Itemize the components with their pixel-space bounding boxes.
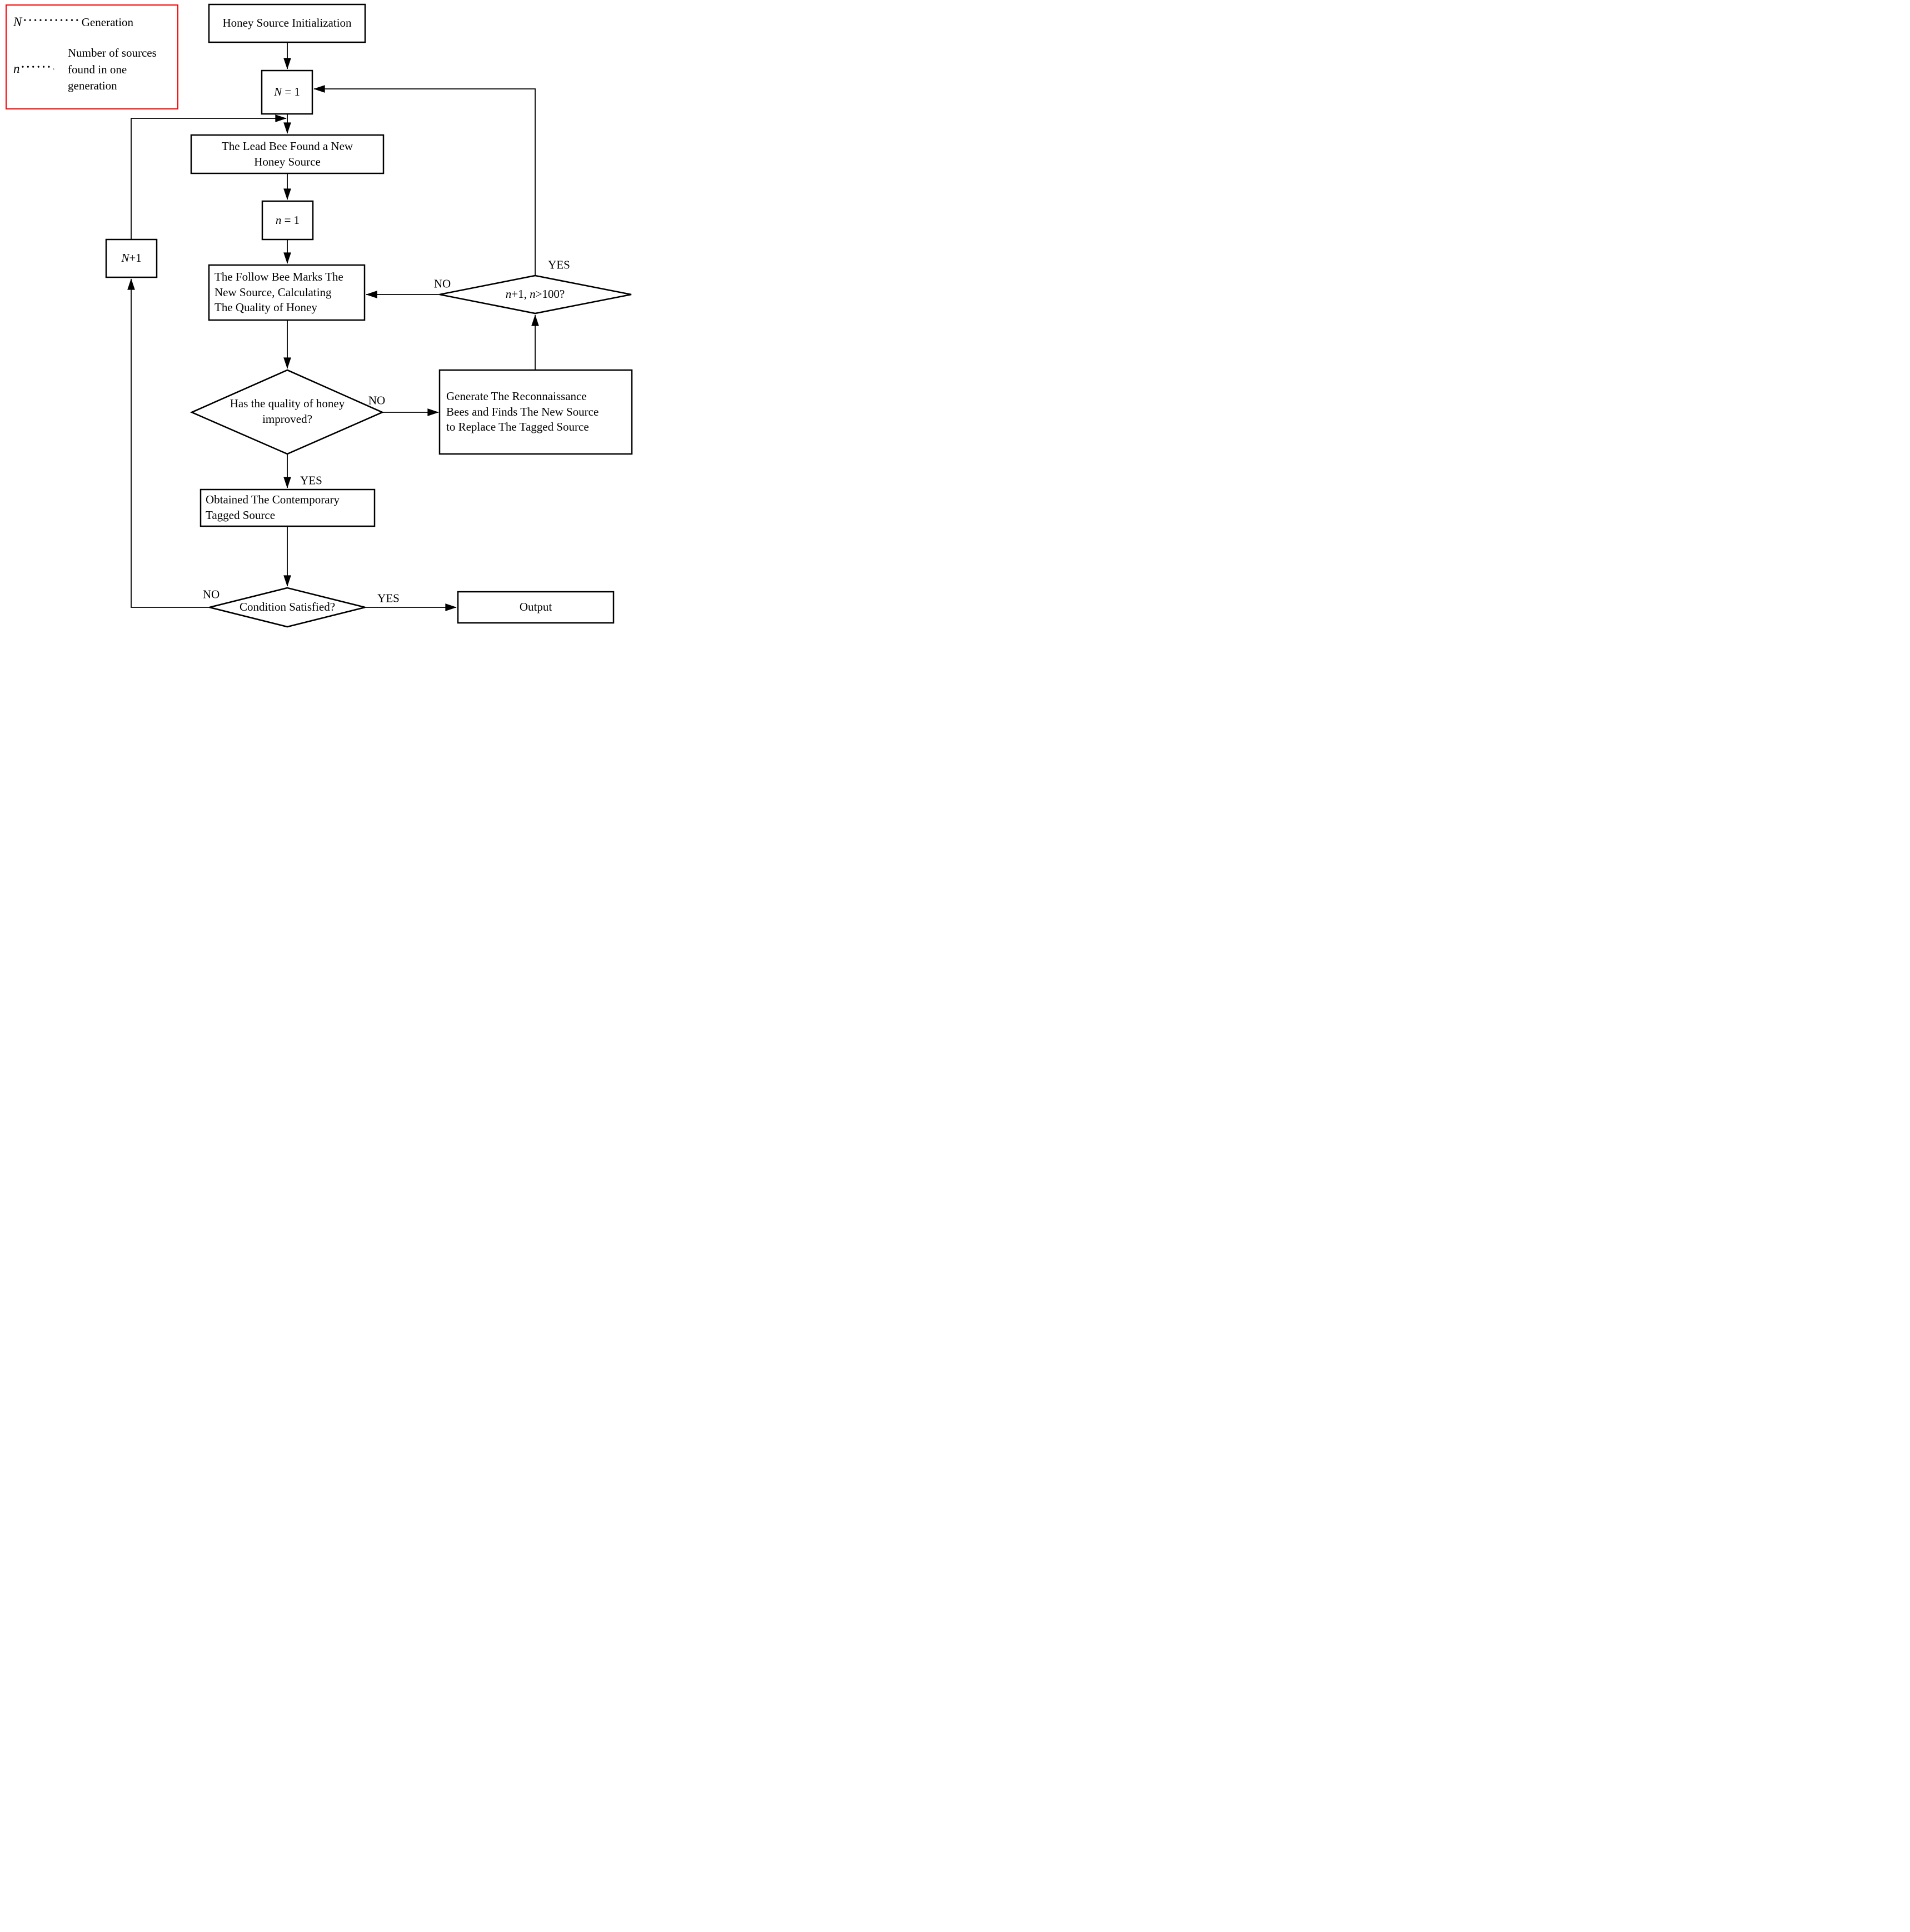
set-small-n-box-label: n = 1 [262,201,313,239]
lead-bee-box-label: The Lead Bee Found a New Honey Source [191,135,383,173]
quality-yes-tag: YES [300,473,322,487]
edge-increment-to-mainline-arrow [131,114,287,239]
edge-ncheck-yes-to-setn-arrow [313,85,536,276]
legend-definition-line: Number of sources [68,46,157,59]
init-box-shape [208,3,366,43]
generate-bees-box-label: Generate The Reconnaissance Bees and Fin… [446,370,630,454]
plus-one: +1, [511,287,530,301]
legend-definition-line: found in one [68,62,127,76]
variable-n: n [275,213,282,227]
generate-line: to Replace The Tagged Source [446,420,589,434]
init-box-label: Honey Source Initialization [209,4,365,42]
follow-bee-box-shape [208,264,366,321]
variable-n: n [505,287,512,301]
condition-text: Condition Satisfied? [239,600,336,614]
legend-entry-sources: n ••••••. [13,61,58,77]
ncheck-no-tag: NO [433,277,451,291]
variable-N: N [274,85,282,99]
obtained-line: Tagged Source [206,508,276,522]
quality-line: Has the quality of honey [230,397,345,411]
condition-no-tag: NO [202,587,220,601]
obtained-box-label: Obtained The Contemporary Tagged Source [206,490,372,526]
greater-100: >100? [535,287,565,301]
follow-bee-box-label: The Follow Bee Marks The New Source, Cal… [215,265,363,320]
ncheck-text: n+1, n>100? [506,287,565,302]
legend-definition-line: generation [68,79,117,92]
quality-decision-shape [189,369,385,455]
set-n-text: N = 1 [274,84,300,100]
obtained-line: Obtained The Contemporary [206,493,340,507]
ncheck-decision-shape [439,274,632,314]
set-n-box-label: N = 1 [262,71,312,114]
follow-bee-line: New Source, Calculating [215,285,332,299]
ncheck-yes-tag: YES [548,258,570,272]
quality-line: improved? [262,412,312,426]
flowchart-canvas: N ••••••••••• Generation n ••••••. Numbe… [0,0,637,644]
set-n-box-shape [261,69,313,115]
set-small-n-text: n = 1 [276,213,300,228]
increment-n-box-label: N+1 [106,239,157,277]
lead-bee-line: The Lead Bee Found a New [221,139,353,153]
condition-decision-shape [209,587,366,628]
lead-bee-line: Honey Source [254,154,321,168]
equals-one: = 1 [282,85,300,99]
plus-one: +1 [129,251,142,265]
legend-term-n: n [13,62,20,76]
flowchart-shapes [105,3,633,628]
obtained-box-shape [200,488,376,527]
output-box-shape [457,591,615,624]
legend-entry-generation: N ••••••••••• Generation [13,14,133,31]
set-small-n-box-shape [261,200,314,241]
output-text: Output [519,600,552,614]
output-box-label: Output [458,592,614,623]
quality-decision-label: Has the quality of honey improved? [198,387,376,437]
variable-N: N [121,251,129,265]
legend-leader-dots: ••••••••••• [23,17,81,25]
condition-yes-tag: YES [377,591,400,605]
follow-bee-line: The Follow Bee Marks The [215,269,343,283]
legend-leader-dots: ••••••. [21,63,57,72]
init-text: Honey Source Initialization [222,16,352,30]
lead-bee-box-shape [190,134,385,174]
variable-n: n [530,287,536,301]
increment-n-box-shape [105,238,158,278]
legend-term-N: N [13,15,22,29]
legend-definition-generation: Generation [81,15,134,29]
quality-no-tag: NO [368,393,386,407]
legend-definition-sources: Number of sources found in one generatio… [68,45,157,94]
condition-decision-label: Condition Satisfied? [210,599,365,616]
ncheck-decision-label: n+1, n>100? [472,286,598,303]
increment-n-text: N+1 [121,251,141,266]
follow-bee-line: The Quality of Honey [215,301,317,314]
generate-line: Generate The Reconnaissance [446,389,587,403]
equals-one: = 1 [281,213,300,227]
generate-bees-box-shape [438,369,633,455]
generate-line: Bees and Finds The New Source [446,405,599,418]
edge-condition-no-to-increment-arrow [127,278,210,608]
legend-box: N ••••••••••• Generation n ••••••. Numbe… [6,4,178,109]
